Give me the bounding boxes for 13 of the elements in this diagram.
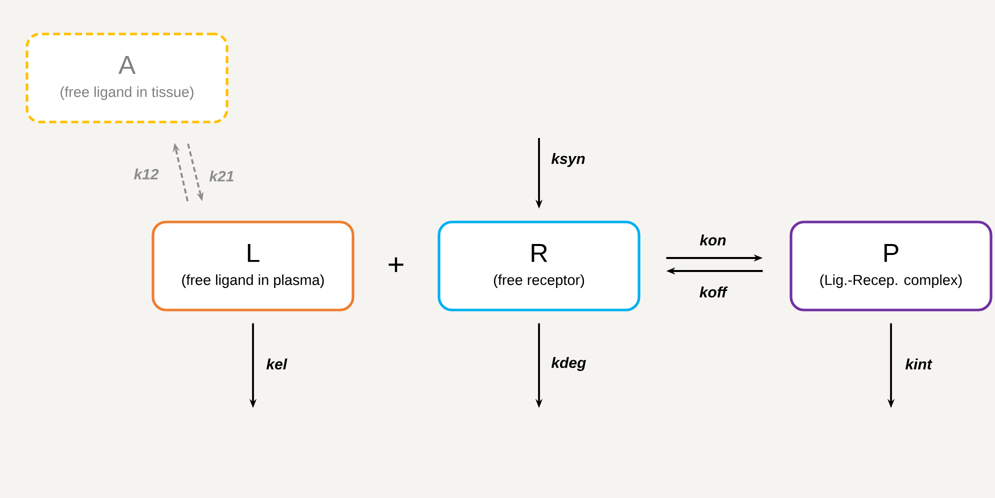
edge-label: k21 [209,170,234,182]
edge-label: kon [700,234,726,246]
edge-label: ksyn [551,153,585,167]
compartment-box: L (free ligand in plasma) [152,220,354,312]
edge-label: k12 [134,168,159,180]
edge-label: kdeg [551,357,586,371]
plus-sign: + [388,257,404,272]
edge-label: kel [266,358,288,370]
compartment-box: R (free receptor) [438,220,640,312]
compartment-box: A (free ligand in tissue) [26,32,228,124]
edge-label: kint [905,358,932,370]
compartment-box: P (Lig.-Recep. complex) [790,220,992,312]
edge-label: koff [700,286,728,298]
